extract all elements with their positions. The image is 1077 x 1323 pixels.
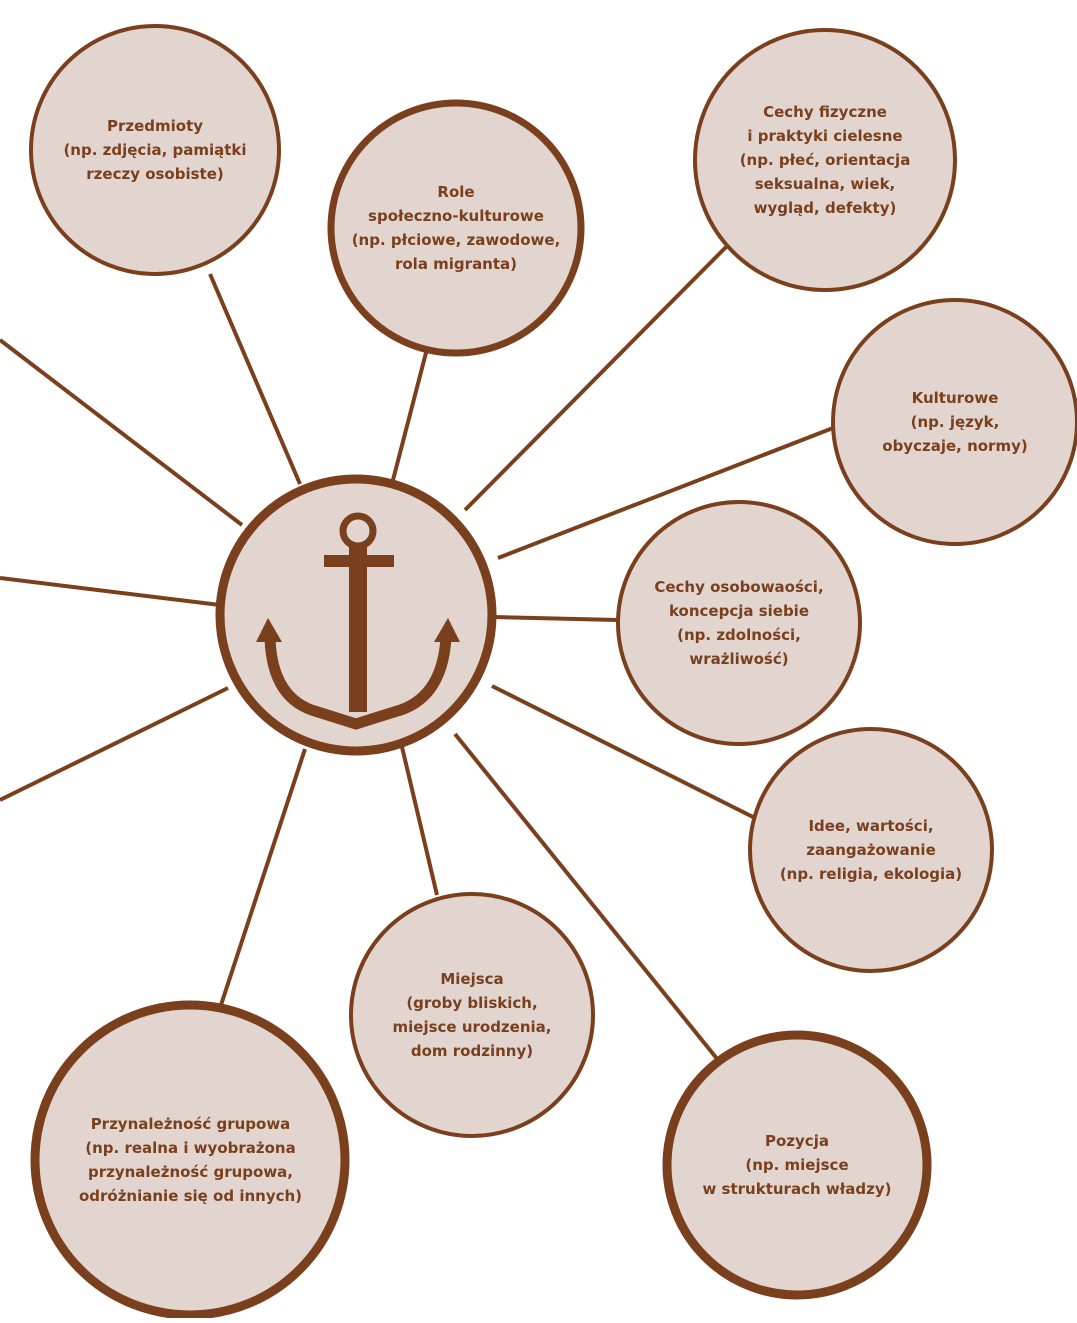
connector-line [208, 273, 302, 485]
node-circles [29, 24, 1077, 1320]
connector-line [491, 615, 619, 622]
node-circle-miejsca [349, 892, 595, 1138]
node-circle-przynaleznosc [30, 1000, 350, 1320]
node-circle-role [327, 99, 585, 357]
connector-line [400, 746, 439, 896]
node-circle-cechy-osobowosci [616, 500, 862, 746]
anchor-icon [256, 512, 460, 730]
connector-lines [0, 243, 834, 1062]
connector-line [0, 686, 229, 802]
node-circle-cechy-fizyczne [693, 28, 957, 292]
node-circle-kulturowe [831, 298, 1077, 546]
center-node [215, 474, 497, 756]
connector-line [0, 338, 244, 527]
connector-line [391, 344, 430, 481]
connector-line [453, 732, 720, 1062]
connector-line [218, 748, 307, 1009]
connector-line [0, 576, 221, 607]
node-circle-idee [748, 727, 994, 973]
connector-line [463, 243, 730, 512]
connector-line [491, 684, 756, 820]
node-circle-pozycja [662, 1030, 932, 1300]
connector-line [497, 426, 834, 560]
node-circle-przedmioty [29, 24, 281, 276]
